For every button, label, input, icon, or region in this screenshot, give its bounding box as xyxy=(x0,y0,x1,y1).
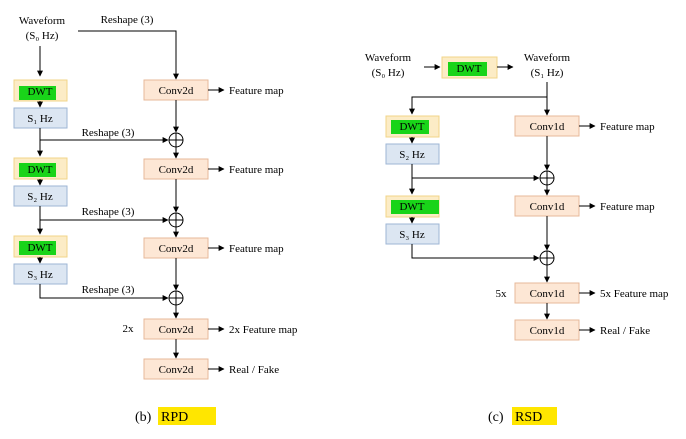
rpd-conv-label-1: Conv2d xyxy=(159,85,194,97)
rsd-dwt-highlight-1 xyxy=(391,120,429,134)
rpd-diagram: Waveform (S₀ Hz) Reshape (3) DWT S₁ Hz R… xyxy=(13,14,298,425)
rpd-input-rate: (S₀ Hz) xyxy=(26,30,59,42)
rsd-dwt-label-1: DWT xyxy=(399,121,424,133)
rpd-sum-node-3 xyxy=(168,290,184,306)
rpd-caption-prefix: (b) xyxy=(135,410,152,425)
rpd-reshape-label-1: Reshape (3) xyxy=(101,14,154,26)
rsd-diagram: Waveform (S₀ Hz) DWT Waveform (S₁ Hz) DW… xyxy=(365,52,669,425)
rpd-caption-name: RPD xyxy=(161,410,188,425)
rpd-output-3: Feature map xyxy=(229,243,284,255)
rpd-dwt-highlight-2 xyxy=(19,163,56,177)
rpd-caption-highlight xyxy=(158,407,216,425)
rpd-conv-label-4: Conv2d xyxy=(159,324,194,336)
rsd-skip-arrow-1 xyxy=(411,164,540,181)
rpd-conv-label-2: Conv2d xyxy=(159,164,194,176)
rsd-hz-label-2: S₃ Hz xyxy=(399,229,425,241)
rsd-conv-label-4: Conv1d xyxy=(530,325,565,337)
rsd-output-4: Real / Fake xyxy=(600,325,650,337)
rpd-dwt-label-3: DWT xyxy=(27,242,52,254)
rsd-caption-name: RSD xyxy=(515,410,542,425)
rsd-hz-label-1: S₂ Hz xyxy=(399,149,425,161)
rpd-hz-label-2: S₂ Hz xyxy=(27,191,53,203)
rpd-output-1: Feature map xyxy=(229,85,284,97)
rpd-hz-label-3: S₃ Hz xyxy=(27,269,53,281)
rpd-hz-label-1: S₁ Hz xyxy=(27,113,53,125)
rpd-conv-label-3: Conv2d xyxy=(159,243,194,255)
rpd-reshape-label-3: Reshape (3) xyxy=(82,206,135,218)
rsd-input-label: Waveform xyxy=(365,52,412,64)
rpd-reshape-arrow-1 xyxy=(78,30,179,80)
rpd-output-2: Feature map xyxy=(229,164,284,176)
rsd-conv-label-3: Conv1d xyxy=(530,288,565,300)
rpd-dwt-label-1: DWT xyxy=(27,86,52,98)
rsd-dwt-highlight-0 xyxy=(448,62,487,76)
rpd-input-label: Waveform xyxy=(19,15,66,27)
rsd-mid-rate: (S₁ Hz) xyxy=(531,67,564,79)
rsd-dwt-highlight-2 xyxy=(391,200,439,214)
rsd-mid-label: Waveform xyxy=(524,52,571,64)
rpd-output-5: Real / Fake xyxy=(229,364,279,376)
rsd-caption-prefix: (c) xyxy=(488,410,504,425)
rsd-sum-node-2 xyxy=(539,250,555,266)
rsd-sum-node-1 xyxy=(539,170,555,186)
rpd-reshape-label-2: Reshape (3) xyxy=(82,127,135,139)
rsd-dwt-label-0: DWT xyxy=(456,63,481,75)
rsd-skip-arrow-2 xyxy=(411,244,540,261)
rpd-reshape-arrow-4 xyxy=(39,284,169,301)
rsd-dwt-label-2: DWT xyxy=(399,201,424,213)
rsd-conv-label-2: Conv1d xyxy=(530,201,565,213)
rpd-dwt-highlight-1 xyxy=(19,86,56,100)
rpd-dwt-highlight-3 xyxy=(19,241,56,255)
rpd-sum-node-1 xyxy=(168,132,184,148)
rsd-output-2: Feature map xyxy=(600,201,655,213)
rpd-dwt-label-2: DWT xyxy=(27,164,52,176)
rpd-conv-label-5: Conv2d xyxy=(159,364,194,376)
rsd-output-3: 5x Feature map xyxy=(600,288,669,300)
rsd-mid-to-dwt-arrow xyxy=(409,96,547,115)
rsd-conv-label-1: Conv1d xyxy=(530,121,565,133)
rpd-output-4: 2x Feature map xyxy=(229,324,298,336)
rpd-sum-node-2 xyxy=(168,212,184,228)
rpd-repeat-label: 2x xyxy=(123,323,135,335)
rsd-repeat-label: 5x xyxy=(496,288,508,300)
rsd-caption-highlight xyxy=(512,407,557,425)
rsd-output-1: Feature map xyxy=(600,121,655,133)
rsd-input-rate: (S₀ Hz) xyxy=(372,67,405,79)
rpd-reshape-label-4: Reshape (3) xyxy=(82,284,135,296)
